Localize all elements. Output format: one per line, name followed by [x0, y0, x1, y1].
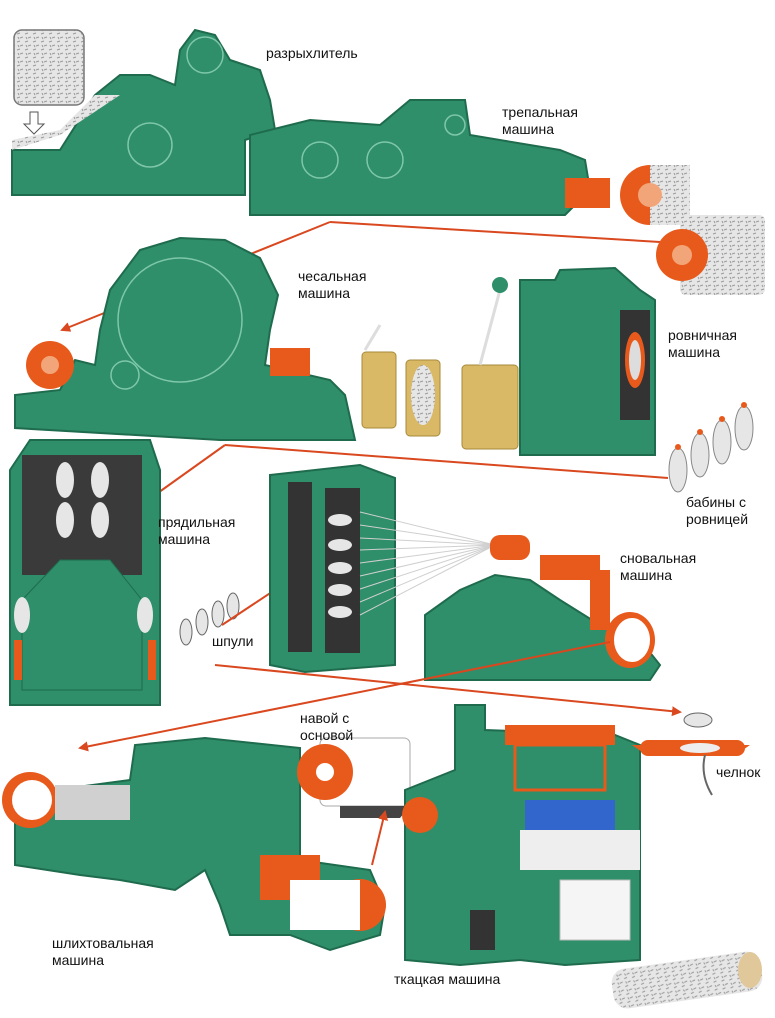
loom	[402, 704, 641, 967]
lap-roll-scutcher	[620, 165, 690, 225]
lap-roll-large	[656, 215, 765, 295]
opener-machine	[11, 28, 277, 196]
roving-machine	[492, 266, 656, 456]
label-opener: разрыхлитель	[266, 45, 358, 61]
shuttle	[632, 712, 750, 796]
scutcher-machine	[249, 99, 610, 216]
label-loom: ткацкая машина	[394, 971, 501, 987]
roving-bobbins	[668, 402, 754, 493]
label-spools: шпули	[212, 633, 254, 649]
cloth-roll	[611, 951, 763, 1009]
warp-threads-fan	[359, 511, 496, 616]
spools	[179, 592, 240, 646]
sliver-cans	[361, 289, 519, 450]
warping-machine	[424, 535, 662, 681]
carding-machine	[14, 236, 357, 441]
spinning-machine	[9, 439, 161, 706]
label-shuttle: челнок	[716, 764, 761, 780]
warp-beam	[297, 737, 411, 818]
sizing-machine	[2, 736, 387, 952]
creel-frame	[269, 463, 396, 674]
cotton-bale	[13, 29, 85, 135]
